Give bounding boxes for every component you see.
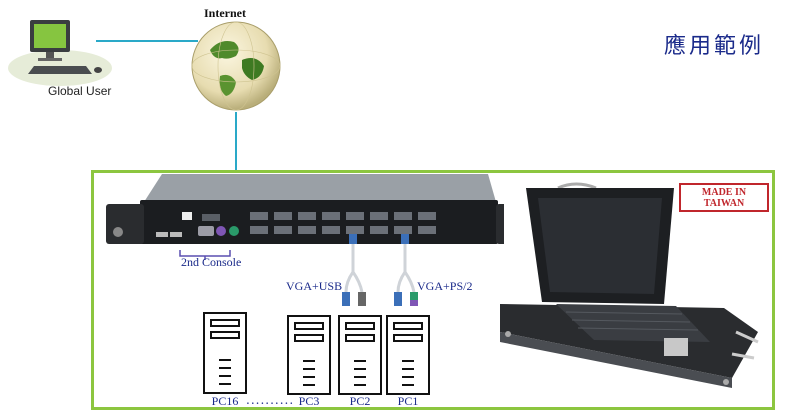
pc-ellipsis: .......... bbox=[246, 393, 295, 407]
pc2-label: PC2 bbox=[349, 394, 371, 408]
vga-ps2-label: VGA+PS/2 bbox=[417, 279, 473, 293]
vga-usb-label: VGA+USB bbox=[286, 279, 343, 293]
pc16-tower-icon bbox=[203, 312, 247, 394]
second-console-label: 2nd Console bbox=[181, 255, 242, 269]
pc16-label: PC16 bbox=[211, 394, 239, 408]
pc3-tower-icon bbox=[287, 315, 331, 395]
badge-line1: MADE IN bbox=[701, 187, 747, 198]
kvm-cables bbox=[342, 234, 418, 306]
pc3-label: PC3 bbox=[298, 394, 320, 408]
globe-icon bbox=[191, 21, 281, 111]
badge-line2: TAIWAN bbox=[703, 198, 745, 209]
pc2-tower-icon bbox=[338, 315, 382, 395]
internet-label: Internet bbox=[204, 6, 246, 20]
main-frame bbox=[91, 170, 775, 410]
lcd-console-drawer-image bbox=[500, 182, 759, 388]
global-user-computer-icon bbox=[8, 20, 112, 86]
pc1-label: PC1 bbox=[397, 394, 419, 408]
global-user-label: Global User bbox=[48, 84, 112, 98]
kvm-switch-image bbox=[106, 174, 504, 260]
page-title: 應用範例 bbox=[664, 34, 765, 59]
made-in-taiwan-badge: MADE IN TAIWAN bbox=[679, 183, 769, 212]
pc1-tower-icon bbox=[386, 315, 430, 395]
